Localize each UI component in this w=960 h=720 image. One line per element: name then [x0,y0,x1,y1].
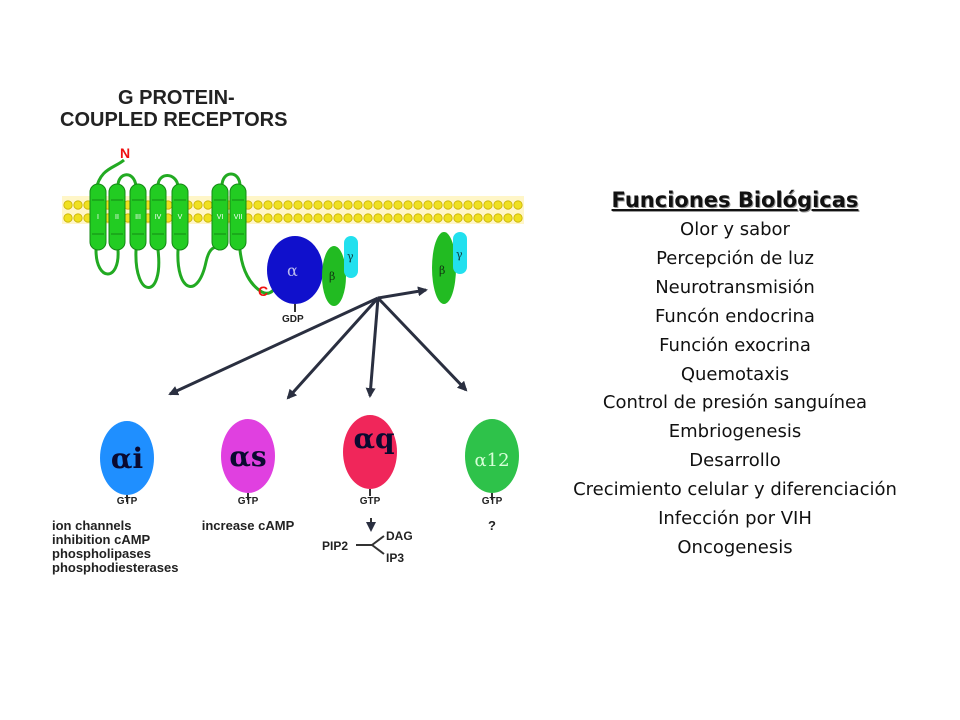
alpha-subunit-label: αq [353,422,394,455]
functions-title: Funciones Biológicas [611,188,859,212]
arrow-to-beta-gamma [377,286,428,300]
ip3-label: IP3 [386,551,404,565]
diagram-title-line1: G PROTEIN- [118,87,235,109]
helix-label: VI [217,214,224,221]
gtp-label: GTP [117,496,138,507]
gtp-label: GTP [482,496,503,507]
arrow-to-alpha-q [365,297,380,398]
helix-5: V [171,183,189,251]
pip2-label: PIP2 [322,539,348,553]
function-item: Desarrollo [689,450,781,472]
gdp-label: GDP [282,314,304,325]
function-item: Funcón endocrina [655,305,815,327]
helix-7: VII [229,183,247,251]
effect-label: inhibition cAMP [52,532,151,547]
helix-3: III [129,183,147,251]
dag-label: DAG [386,529,413,543]
function-item: Control de presión sanguínea [602,392,868,414]
function-item: Olor y sabor [680,219,790,240]
function-item: Crecimiento celular y diferenciación [573,479,897,501]
alpha-subunit-gdp [267,236,323,304]
gamma-label: γ [347,250,354,263]
function-item: Infección por VIH [658,508,812,530]
alpha-subunit-body [221,419,275,493]
alpha-subunit-body [465,419,519,493]
function-item: Embriogenesis [668,421,802,443]
helix-label: III [135,214,141,221]
functions-list: Olor y sabor Percepción de luz Neurotran… [520,216,950,563]
function-item: Oncogenesis [677,536,793,558]
helix-label: II [115,214,119,221]
beta-label-free: β [439,264,445,277]
gamma-subunit [344,236,358,278]
function-item: Percepción de luz [656,247,814,269]
alpha-label: α [287,261,298,280]
alpha-subunit-label: αi [111,442,143,475]
alpha-subunit-label: α12 [474,450,509,471]
helix-label: V [178,214,183,221]
arrow-to-alpha-s [286,296,380,400]
alpha-subunit-body [343,415,397,489]
effect-label: phospholipases [52,546,151,561]
helix-label: I [97,214,99,221]
gamma-label-free: γ [456,248,463,261]
effect-label: phosphodiesterases [52,560,178,575]
c-terminus-label: C [258,283,268,299]
cell-membrane [62,196,524,224]
helix-1: I [89,183,107,251]
signal-arrows [168,286,468,400]
arrow-to-alpha-12 [376,296,468,392]
heterotrimer-inactive: α β γ GDP [267,236,358,325]
function-item: Quemotaxis [680,363,790,385]
alpha-subunit-body [100,421,154,495]
gtp-label: GTP [238,496,259,507]
effect-label: ion channels [52,518,131,533]
gtp-label: GTP [360,496,381,507]
biological-functions-panel: Funciones Biológicas Olor y sabor Percep… [520,188,950,563]
function-item: Neurotransmisión [655,276,815,298]
helix-4: IV [149,183,167,251]
helix-label: VII [234,214,243,221]
diagram-title-line2: COUPLED RECEPTORS [60,109,287,131]
beta-subunit [322,246,346,306]
effect-label: increase cAMP [202,518,295,533]
arrow-to-alpha-i [168,296,379,396]
effect-label: ? [488,518,496,533]
plc-products: PIP2 DAG IP3 [322,518,413,565]
helix-6: VI [211,183,229,251]
n-terminus-label: N [120,145,130,161]
function-item: Función exocrina [659,334,811,356]
beta-gamma-free: β γ [432,232,467,304]
helix-label: IV [155,214,162,221]
beta-label: β [329,270,335,283]
helix-2: II [108,183,126,251]
alpha-subunit-label: αs [229,440,266,473]
